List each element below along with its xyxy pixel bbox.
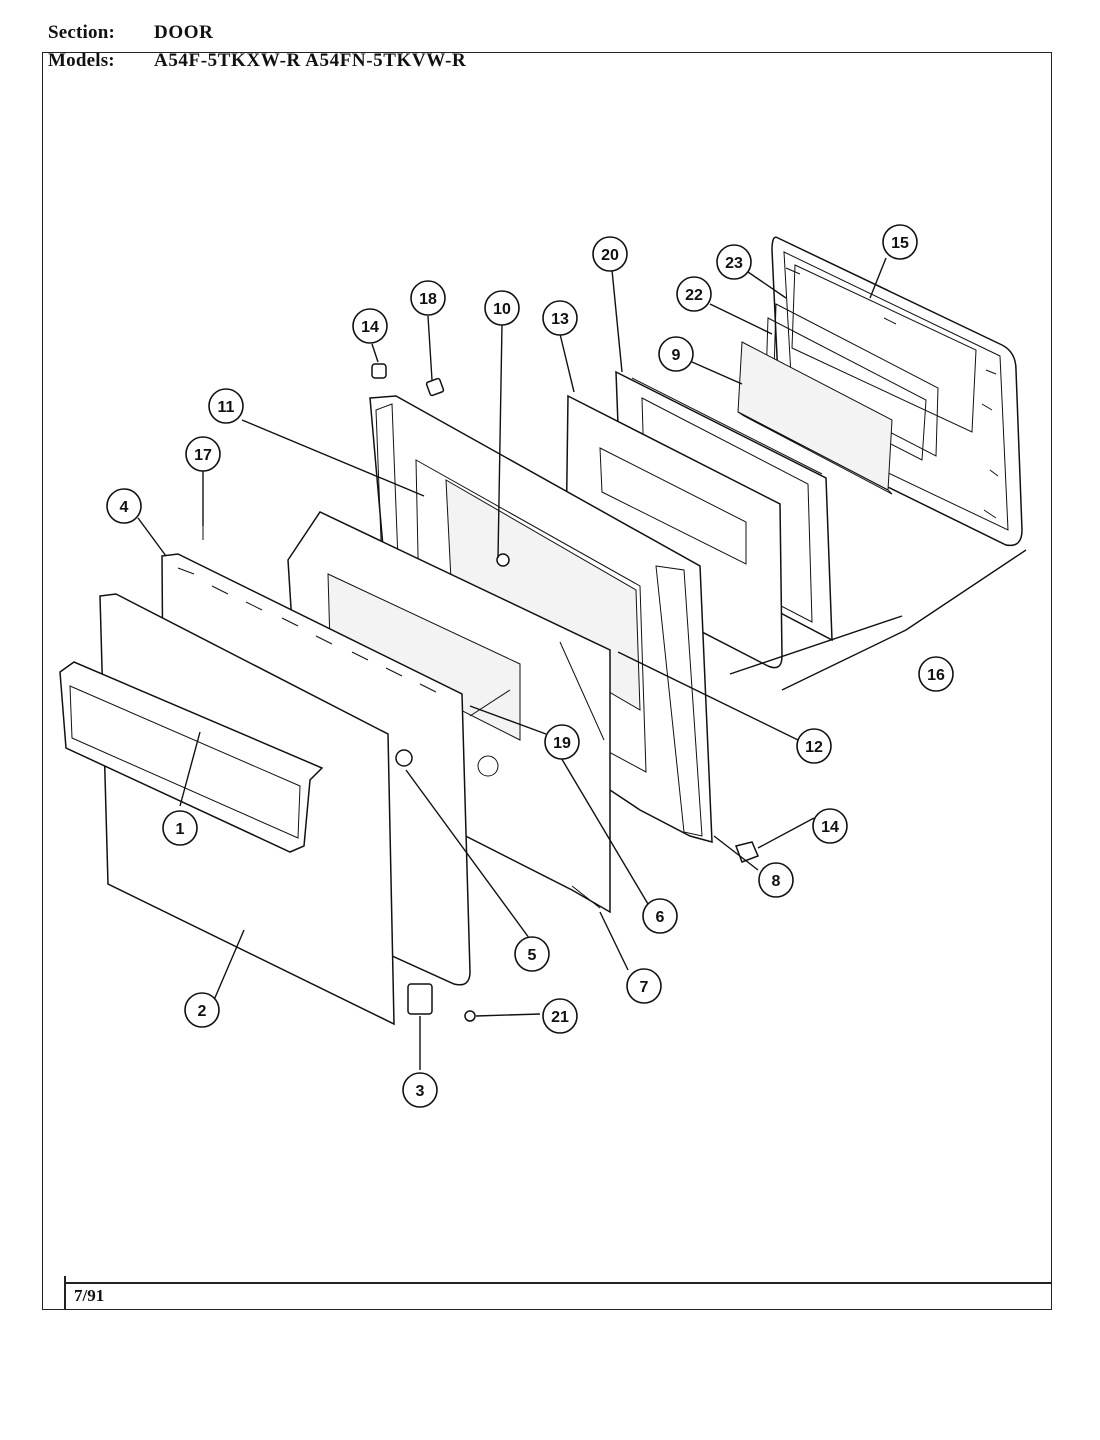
callout-16: 16	[918, 656, 954, 692]
svg-text:1: 1	[176, 821, 185, 838]
section-label: Section:	[48, 22, 116, 43]
callout-14-top: 14	[352, 308, 388, 344]
door-handle-part	[59, 661, 324, 853]
section-value: DOOR	[154, 22, 214, 43]
callout-12: 12	[796, 728, 832, 764]
callout-10: 10	[484, 290, 520, 326]
svg-text:19: 19	[553, 735, 571, 752]
svg-text:14: 14	[361, 319, 379, 336]
svg-text:9: 9	[672, 347, 681, 364]
svg-text:15: 15	[891, 235, 909, 252]
svg-text:12: 12	[805, 739, 823, 756]
callout-22: 22	[676, 276, 712, 312]
callout-3: 3	[402, 1072, 438, 1108]
callout-14-bottom: 14	[812, 808, 848, 844]
callout-15: 15	[882, 224, 918, 260]
callout-2: 2	[184, 992, 220, 1028]
svg-text:16: 16	[927, 667, 945, 684]
svg-text:10: 10	[493, 301, 511, 318]
inner-glass-part	[737, 341, 893, 495]
svg-text:23: 23	[725, 255, 743, 272]
svg-text:18: 18	[419, 291, 437, 308]
callout-1: 1	[162, 810, 198, 846]
leader-lines	[137, 257, 1027, 1070]
callout-21: 21	[542, 998, 578, 1034]
footer-divider	[64, 1276, 66, 1310]
callout-23: 23	[716, 244, 752, 280]
callout-13: 13	[542, 300, 578, 336]
svg-text:21: 21	[551, 1009, 569, 1026]
svg-text:20: 20	[601, 247, 619, 264]
svg-text:5: 5	[528, 947, 537, 964]
svg-text:4: 4	[120, 499, 129, 516]
svg-text:6: 6	[656, 909, 665, 926]
svg-text:17: 17	[194, 447, 212, 464]
callout-18: 18	[410, 280, 446, 316]
callout-4: 4	[106, 488, 142, 524]
revision-date: 7/91	[74, 1286, 105, 1305]
svg-text:14: 14	[821, 819, 839, 836]
callout-9: 9	[658, 336, 694, 372]
callout-6: 6	[642, 898, 678, 934]
models-value: A54F-5TKXW-R A54FN-5TKVW-R	[154, 50, 467, 71]
svg-text:2: 2	[198, 1003, 207, 1020]
footer-rule	[64, 1282, 1052, 1284]
svg-text:22: 22	[685, 287, 703, 304]
callout-19: 19	[544, 724, 580, 760]
svg-text:8: 8	[772, 873, 781, 890]
models-label: Models:	[48, 50, 115, 71]
callout-7: 7	[626, 968, 662, 1004]
callout-5: 5	[514, 936, 550, 972]
svg-text:11: 11	[218, 399, 235, 416]
diagram-frame	[42, 52, 1052, 1310]
callout-11: 11	[208, 388, 244, 424]
svg-text:3: 3	[416, 1083, 425, 1100]
callout-20: 20	[592, 236, 628, 272]
svg-text:13: 13	[551, 311, 569, 328]
callout-17: 17	[185, 436, 221, 472]
svg-text:7: 7	[640, 979, 649, 996]
callout-8: 8	[758, 862, 794, 898]
